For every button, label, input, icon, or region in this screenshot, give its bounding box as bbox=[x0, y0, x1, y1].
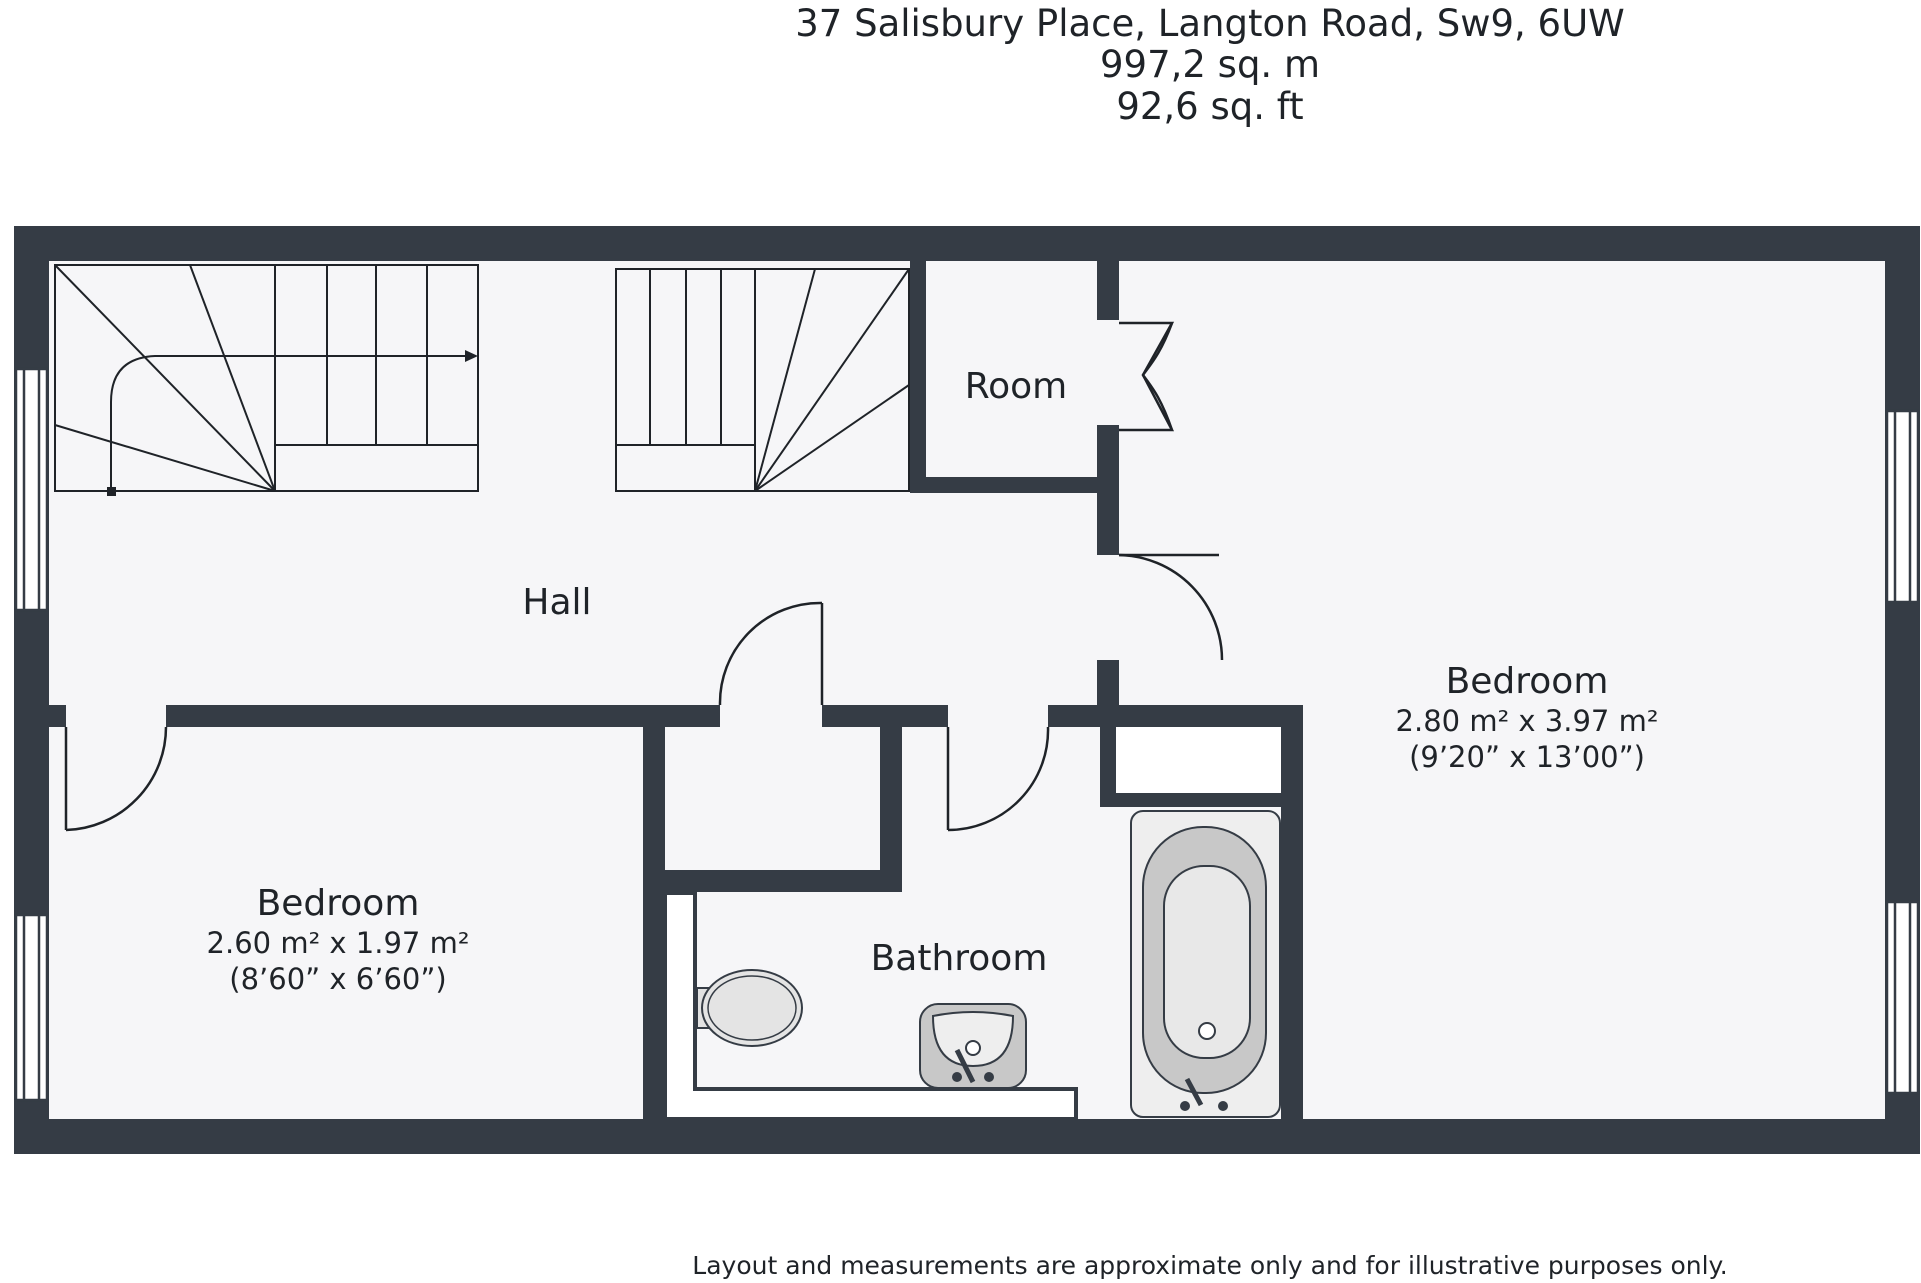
door-bedroom bbox=[1118, 553, 1224, 661]
wall-room-south bbox=[910, 477, 1108, 493]
wall-hall-south-1 bbox=[49, 705, 66, 727]
bedroom-small-metric: 2.60 m² x 1.97 m² bbox=[207, 926, 470, 960]
wall-bedroom-west-2 bbox=[1097, 425, 1119, 555]
room-label: Room bbox=[965, 366, 1068, 407]
window-right-lower bbox=[1885, 900, 1920, 1095]
bedroom-large-metric: 2.80 m² x 3.97 m² bbox=[1396, 704, 1659, 738]
bathroom-label: Bathroom bbox=[871, 938, 1048, 979]
door-cupboard bbox=[718, 601, 824, 706]
wall-small-bedroom-east bbox=[643, 727, 665, 1119]
door-bathroom bbox=[946, 726, 1050, 832]
toilet bbox=[696, 969, 803, 1047]
wall-cupboard-east bbox=[880, 727, 902, 887]
wall-bedroom-west-1 bbox=[1097, 261, 1119, 320]
bathroom-counter bbox=[663, 891, 1078, 1121]
interior-walls bbox=[49, 261, 1303, 1119]
floor bbox=[49, 261, 1885, 1119]
area-square-feet: 92,6 sq. ft bbox=[1116, 85, 1304, 128]
wall-cupboard-south bbox=[665, 870, 902, 892]
window-left-lower bbox=[14, 913, 49, 1102]
sink bbox=[919, 1003, 1027, 1089]
property-address: 37 Salisbury Place, Langton Road, Sw9, 6… bbox=[795, 2, 1625, 45]
disclaimer: Layout and measurements are approximate … bbox=[692, 1251, 1728, 1280]
bedroom-small-imperial: (8’60” x 6’60”) bbox=[229, 962, 446, 996]
bath-alcove bbox=[1116, 727, 1281, 793]
hall-label: Hall bbox=[522, 582, 591, 623]
wall-alcove-south bbox=[1100, 793, 1290, 807]
wall-hall-south-2 bbox=[166, 705, 720, 727]
wall-hall-south-4 bbox=[1048, 705, 1303, 727]
wall-hall-south-3 bbox=[822, 705, 948, 727]
door-room-bifold bbox=[1119, 321, 1175, 432]
bathtub bbox=[1130, 810, 1281, 1118]
wall-bedroom-west-3 bbox=[1097, 660, 1119, 727]
staircase-left bbox=[54, 264, 479, 496]
wall-bathroom-east bbox=[1281, 705, 1303, 1119]
bedroom-small-label: Bedroom bbox=[257, 883, 420, 924]
door-small-bedroom bbox=[64, 726, 168, 832]
window-right-upper bbox=[1885, 409, 1920, 604]
staircase-right bbox=[615, 268, 910, 492]
bedroom-large-label: Bedroom bbox=[1446, 661, 1609, 702]
bedroom-large-imperial: (9’20” x 13’00”) bbox=[1409, 740, 1645, 774]
wall-alcove-west bbox=[1100, 727, 1116, 807]
area-square-metres: 997,2 sq. m bbox=[1099, 43, 1320, 86]
wall-room-west bbox=[910, 261, 926, 491]
window-left-upper bbox=[14, 367, 49, 612]
